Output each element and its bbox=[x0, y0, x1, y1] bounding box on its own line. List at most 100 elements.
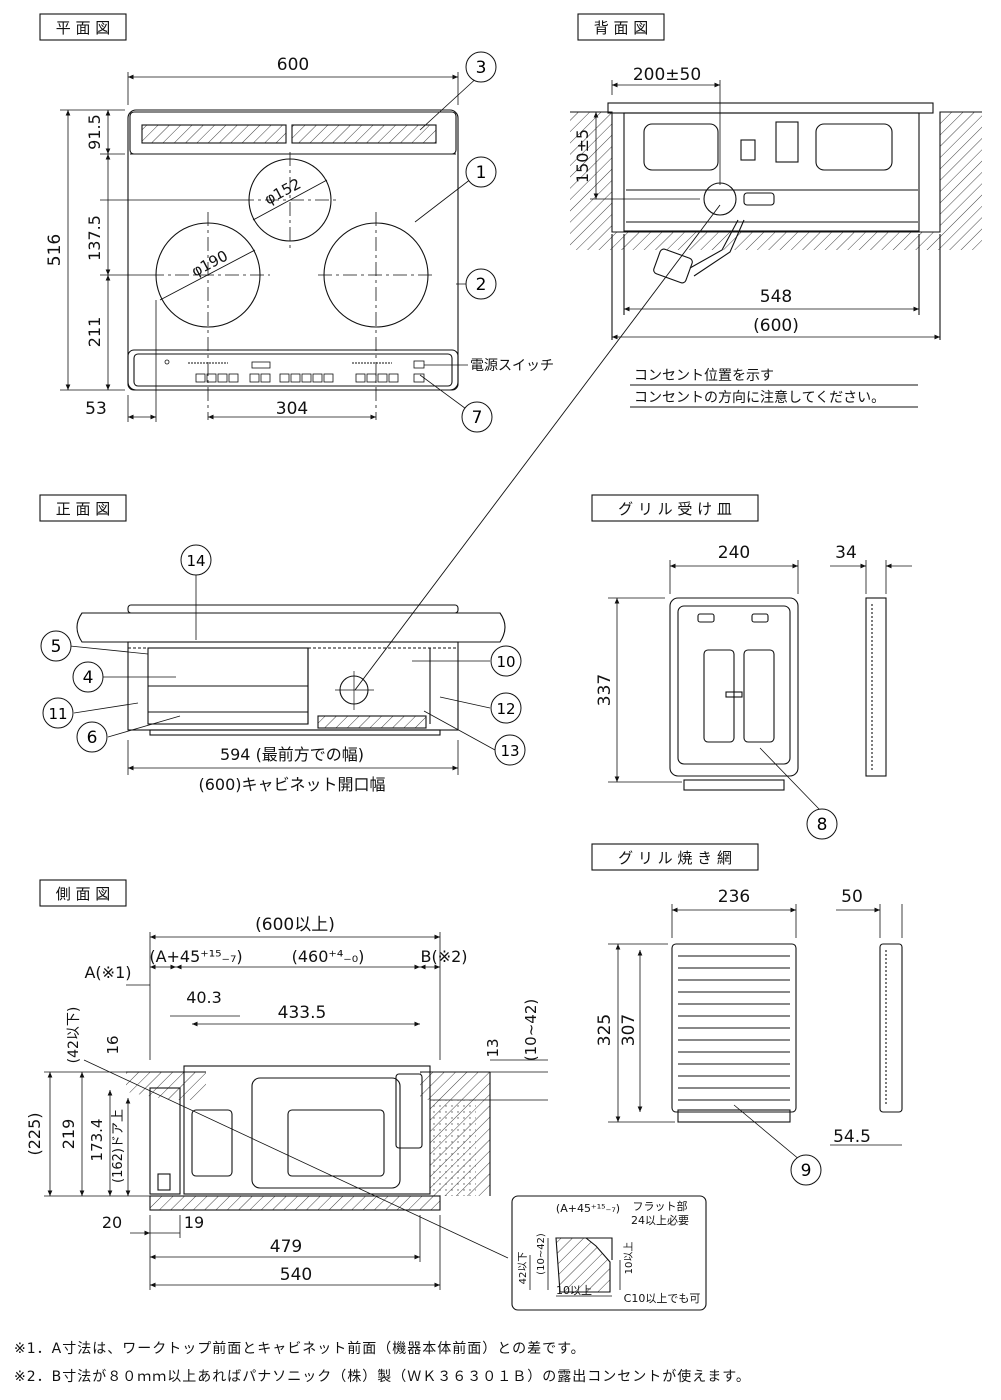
outlet-note-2: コンセントの方向に注意してください。 bbox=[634, 389, 885, 406]
svg-text:グ リ ル 受 け 皿: グ リ ル 受 け 皿 bbox=[618, 500, 732, 518]
front-view bbox=[76, 604, 506, 736]
svg-text:グ リ ル 焼 き 網: グ リ ル 焼 き 網 bbox=[618, 849, 732, 867]
callout-14: 14 bbox=[180, 544, 212, 576]
svg-text:12: 12 bbox=[496, 700, 515, 718]
svg-text:11: 11 bbox=[48, 705, 67, 723]
grill-tray bbox=[669, 597, 887, 791]
dim-side-total: (600以上) bbox=[255, 915, 335, 935]
dim-side-h19: 19 bbox=[184, 1213, 204, 1232]
dim-grate-t2: 54.5 bbox=[833, 1127, 871, 1147]
callout-9: 9 bbox=[790, 1154, 822, 1186]
dim-plan-d1: 91.5 bbox=[85, 114, 104, 150]
svg-text:14: 14 bbox=[186, 552, 205, 570]
detail-v42: 42以下 bbox=[518, 1252, 529, 1285]
dim-back-paren: (600) bbox=[753, 316, 799, 336]
detail-v1042: (10~42) bbox=[536, 1233, 547, 1275]
detail-a: (A+45⁺¹⁵₋₇) bbox=[556, 1202, 620, 1215]
detail-v10: 10以上 bbox=[623, 1242, 635, 1275]
dim-grate-t: 50 bbox=[841, 887, 863, 907]
callout-12: 12 bbox=[490, 692, 522, 724]
detail-h10: 10以上 bbox=[556, 1284, 592, 1297]
svg-text:5: 5 bbox=[51, 637, 62, 657]
dim-side-v42: (42以下) bbox=[66, 1007, 82, 1064]
plan-view bbox=[127, 109, 468, 420]
view-title-back: 背 面 図 bbox=[577, 13, 665, 41]
dim-grate-d1: 325 bbox=[595, 1014, 615, 1046]
svg-text:7: 7 bbox=[472, 408, 483, 428]
callout-3: 3 bbox=[465, 51, 497, 83]
svg-text:2: 2 bbox=[476, 275, 487, 295]
footnote-2: ※2．B寸法が８０ｍｍ以上あればパナソニック（株）製（ＷＫ３６３０１Ｂ）の露出コ… bbox=[14, 1369, 751, 1385]
dim-side-a: A(※1) bbox=[84, 963, 131, 982]
dim-side-aplus: (A+45⁺¹⁵₋₇) bbox=[149, 947, 242, 966]
side-dimensions bbox=[44, 932, 548, 1290]
power-switch-label: 電源スイッチ bbox=[470, 358, 554, 374]
dim-plan-pitch: 304 bbox=[276, 399, 308, 419]
view-title-tray: グ リ ル 受 け 皿 bbox=[591, 494, 759, 522]
svg-text:平 面 図: 平 面 図 bbox=[56, 19, 111, 37]
callout-1: 1 bbox=[465, 156, 497, 188]
detail-c10: C10以上でも可 bbox=[624, 1292, 701, 1305]
svg-text:背 面 図: 背 面 図 bbox=[594, 19, 649, 37]
view-title-side: 側 面 図 bbox=[39, 879, 127, 907]
outlet-leader bbox=[354, 204, 918, 691]
dim-tray-w: 240 bbox=[718, 543, 750, 563]
dim-back-h: 150±5 bbox=[573, 129, 592, 183]
dim-side-h540: 540 bbox=[280, 1265, 312, 1285]
svg-text:1: 1 bbox=[476, 163, 487, 183]
callout-13: 13 bbox=[494, 734, 526, 766]
view-title-grate: グ リ ル 焼 き 網 bbox=[591, 843, 759, 871]
dim-back-top: 200±50 bbox=[633, 65, 701, 85]
svg-text:10: 10 bbox=[496, 653, 515, 671]
side-view bbox=[126, 1065, 491, 1211]
detail-flat: フラット部 bbox=[633, 1199, 688, 1213]
callout-4: 4 bbox=[72, 661, 104, 693]
svg-text:13: 13 bbox=[500, 742, 519, 760]
dim-side-403: 40.3 bbox=[186, 988, 222, 1007]
dim-grate-d2: 307 bbox=[619, 1014, 639, 1046]
dim-front-cab: (600)キャビネット開口幅 bbox=[198, 775, 385, 794]
svg-text:3: 3 bbox=[476, 58, 487, 78]
svg-text:側 面 図: 側 面 図 bbox=[56, 885, 111, 903]
dim-side-mid: (460⁺⁴₋₀) bbox=[292, 947, 365, 966]
dim-side-v162: (162)ドア上 bbox=[111, 1109, 126, 1183]
view-title-front: 正 面 図 bbox=[39, 494, 127, 522]
dim-tray-d: 337 bbox=[595, 674, 615, 706]
view-title-plan: 平 面 図 bbox=[39, 13, 127, 41]
footnote-1: ※1．A寸法は、ワークトップ前面とキャビネット前面（機器本体前面）との差です。 bbox=[14, 1341, 586, 1357]
back-dimensions bbox=[590, 80, 940, 340]
outlet-note-1: コンセント位置を示す bbox=[634, 368, 774, 384]
svg-text:4: 4 bbox=[83, 668, 94, 688]
callout-10: 10 bbox=[490, 645, 522, 677]
svg-text:6: 6 bbox=[87, 728, 98, 748]
callout-8: 8 bbox=[806, 808, 838, 840]
dim-side-v16: 16 bbox=[104, 1035, 122, 1054]
svg-text:9: 9 bbox=[801, 1161, 812, 1181]
grill-grate bbox=[671, 943, 903, 1123]
dim-dia-large: φ190 bbox=[188, 247, 230, 281]
dim-plan-width: 600 bbox=[277, 55, 309, 75]
dim-side-v219: 219 bbox=[59, 1119, 78, 1150]
dim-plan-left: 53 bbox=[85, 399, 107, 419]
plan-dimensions bbox=[60, 72, 459, 422]
grate-dimensions bbox=[608, 904, 903, 1146]
dim-side-v13: 13 bbox=[484, 1038, 502, 1057]
callout-5: 5 bbox=[40, 630, 72, 662]
dim-side-h20: 20 bbox=[102, 1213, 122, 1232]
dim-back-w: 548 bbox=[760, 287, 792, 307]
dim-side-h479: 479 bbox=[270, 1237, 302, 1257]
callout-7: 7 bbox=[461, 401, 493, 433]
dim-side-v1042: (10~42) bbox=[522, 999, 540, 1061]
svg-text:正 面 図: 正 面 図 bbox=[56, 500, 111, 518]
dim-side-v1734: 173.4 bbox=[88, 1119, 106, 1162]
svg-text:8: 8 bbox=[817, 815, 828, 835]
dim-plan-d2: 137.5 bbox=[85, 215, 104, 261]
callout-11: 11 bbox=[42, 697, 74, 729]
callout-6: 6 bbox=[76, 721, 108, 753]
detail-flat2: 24以上必要 bbox=[631, 1214, 689, 1227]
dim-side-4335: 433.5 bbox=[278, 1003, 327, 1023]
tray-dimensions bbox=[608, 560, 912, 783]
callout-2: 2 bbox=[465, 268, 497, 300]
front-dimensions bbox=[127, 740, 459, 775]
